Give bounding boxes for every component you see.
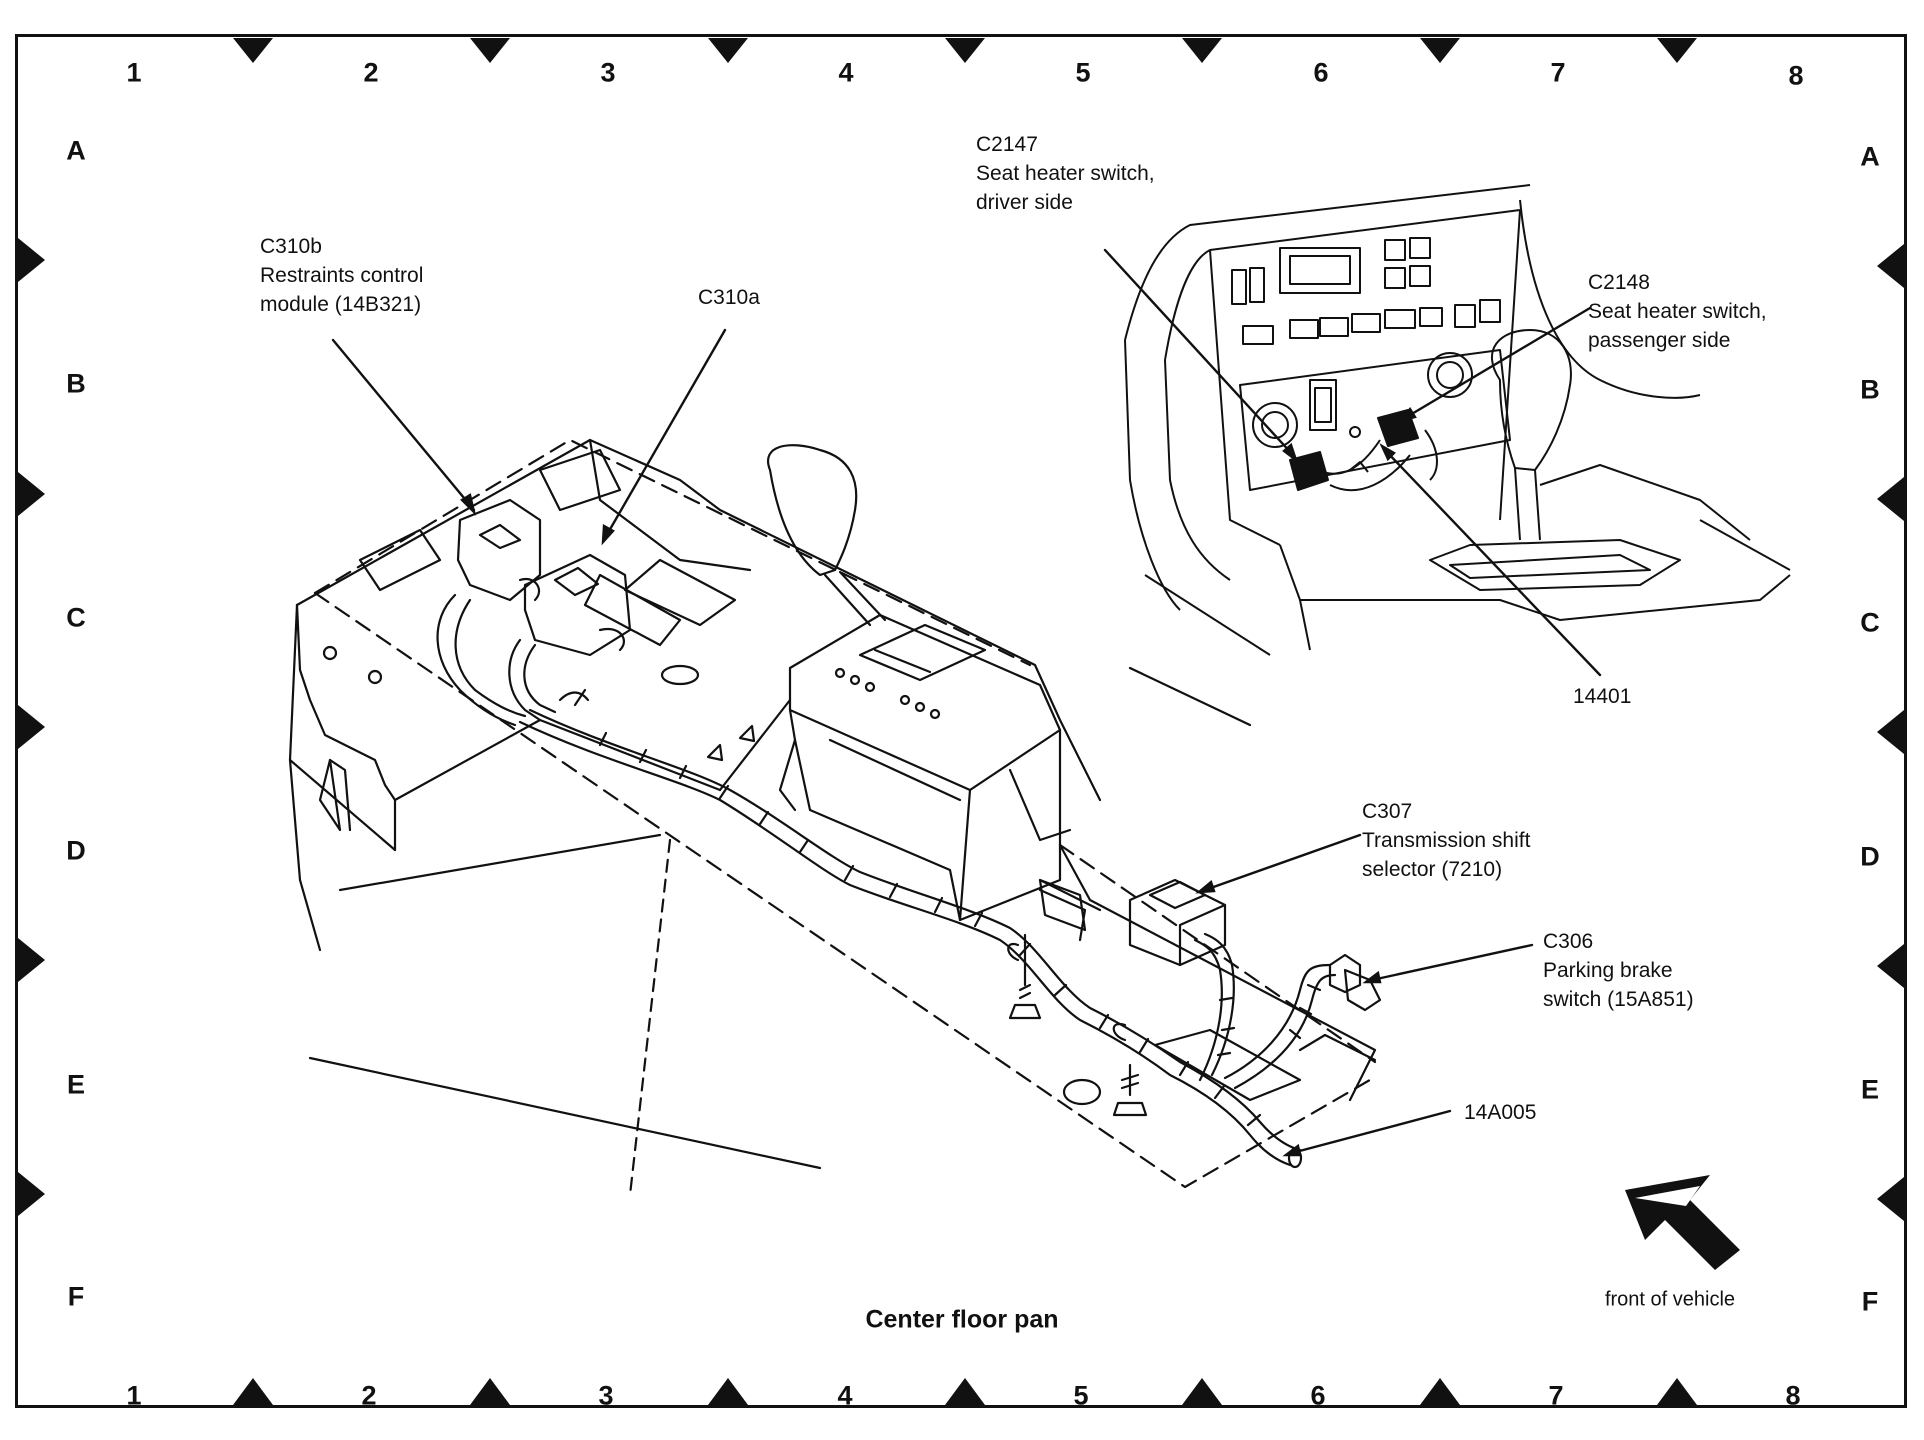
callout-c310b-code: C310b (260, 235, 322, 258)
callout-c307-code: C307 (1362, 800, 1413, 823)
grid-row-left-A: A (66, 135, 86, 166)
grid-col-bottom-1: 1 (126, 1380, 142, 1411)
grid-row-right-E: E (1860, 1074, 1880, 1105)
grid-row-right-C: C (1860, 607, 1880, 638)
grid-row-left-C: C (66, 602, 86, 633)
callout-c306: C306 Parking brake switch (15A851) (1543, 927, 1694, 1014)
grid-col-bottom-5: 5 (1073, 1380, 1089, 1411)
grid-col-bottom-4: 4 (837, 1380, 853, 1411)
grid-col-bottom-6: 6 (1310, 1380, 1326, 1411)
grid-row-right-B: B (1860, 374, 1880, 405)
grid-col-bottom-8: 8 (1785, 1380, 1801, 1411)
grid-col-top-8: 8 (1788, 60, 1804, 91)
callout-c2148-code: C2148 (1588, 271, 1650, 294)
center-floor-pan-drawing (288, 438, 1382, 1197)
callout-c310b-line1: Restraints control (260, 264, 424, 287)
grid-col-top-1: 1 (126, 57, 142, 88)
grid-row-right-D: D (1860, 841, 1880, 872)
frame-tick-marks (18, 38, 1904, 1405)
diagram-title: Center floor pan (865, 1305, 1059, 1334)
grid-row-right-A: A (1860, 141, 1880, 172)
grid-col-top-5: 5 (1075, 57, 1091, 88)
grid-col-bottom-3: 3 (598, 1380, 614, 1411)
callout-c306-line1: Parking brake (1543, 959, 1673, 982)
callout-c307: C307 Transmission shift selector (7210) (1362, 797, 1530, 884)
callout-14a005: 14A005 (1464, 1098, 1536, 1127)
grid-row-right-F: F (1861, 1286, 1879, 1317)
callout-14401-code: 14401 (1573, 685, 1632, 708)
callout-c2147-line2: driver side (976, 191, 1073, 214)
callout-c306-code: C306 (1543, 930, 1594, 953)
grid-col-top-3: 3 (600, 57, 616, 88)
grid-col-bottom-7: 7 (1548, 1380, 1564, 1411)
grid-col-bottom-2: 2 (361, 1380, 377, 1411)
callout-14a005-code: 14A005 (1464, 1101, 1537, 1124)
callout-14401: 14401 (1573, 682, 1631, 711)
callout-c2147: C2147 Seat heater switch, driver side (976, 130, 1155, 217)
callout-c2148-line2: passenger side (1588, 329, 1731, 352)
callout-c2148-line1: Seat heater switch, (1588, 300, 1767, 323)
callout-c307-line2: selector (7210) (1362, 858, 1503, 881)
callout-c306-line2: switch (15A851) (1543, 988, 1694, 1011)
callout-c310b: C310b Restraints control module (14B321) (260, 232, 423, 319)
leader-lines (331, 248, 1602, 1157)
callout-c310b-line2: module (14B321) (260, 293, 422, 316)
grid-col-top-4: 4 (838, 57, 854, 88)
callout-c2147-line1: Seat heater switch, (976, 162, 1155, 185)
callout-c307-line1: Transmission shift (1362, 829, 1531, 852)
grid-row-left-E: E (66, 1069, 86, 1100)
dashboard-inset-drawing (1124, 184, 1791, 656)
grid-col-top-7: 7 (1550, 57, 1566, 88)
grid-col-top-6: 6 (1313, 57, 1329, 88)
callout-c2147-code: C2147 (976, 133, 1038, 156)
grid-row-left-B: B (66, 368, 86, 399)
callout-c2148: C2148 Seat heater switch, passenger side (1588, 268, 1767, 355)
grid-row-left-D: D (66, 835, 86, 866)
callout-c310a-code: C310a (698, 286, 760, 309)
diagram-frame (15, 34, 1907, 1408)
grid-col-top-2: 2 (363, 57, 379, 88)
callout-c310a: C310a (698, 283, 760, 312)
grid-row-left-F: F (67, 1281, 85, 1312)
front-of-vehicle-label: front of vehicle (1604, 1288, 1736, 1311)
front-of-vehicle-arrow (1625, 1175, 1740, 1270)
